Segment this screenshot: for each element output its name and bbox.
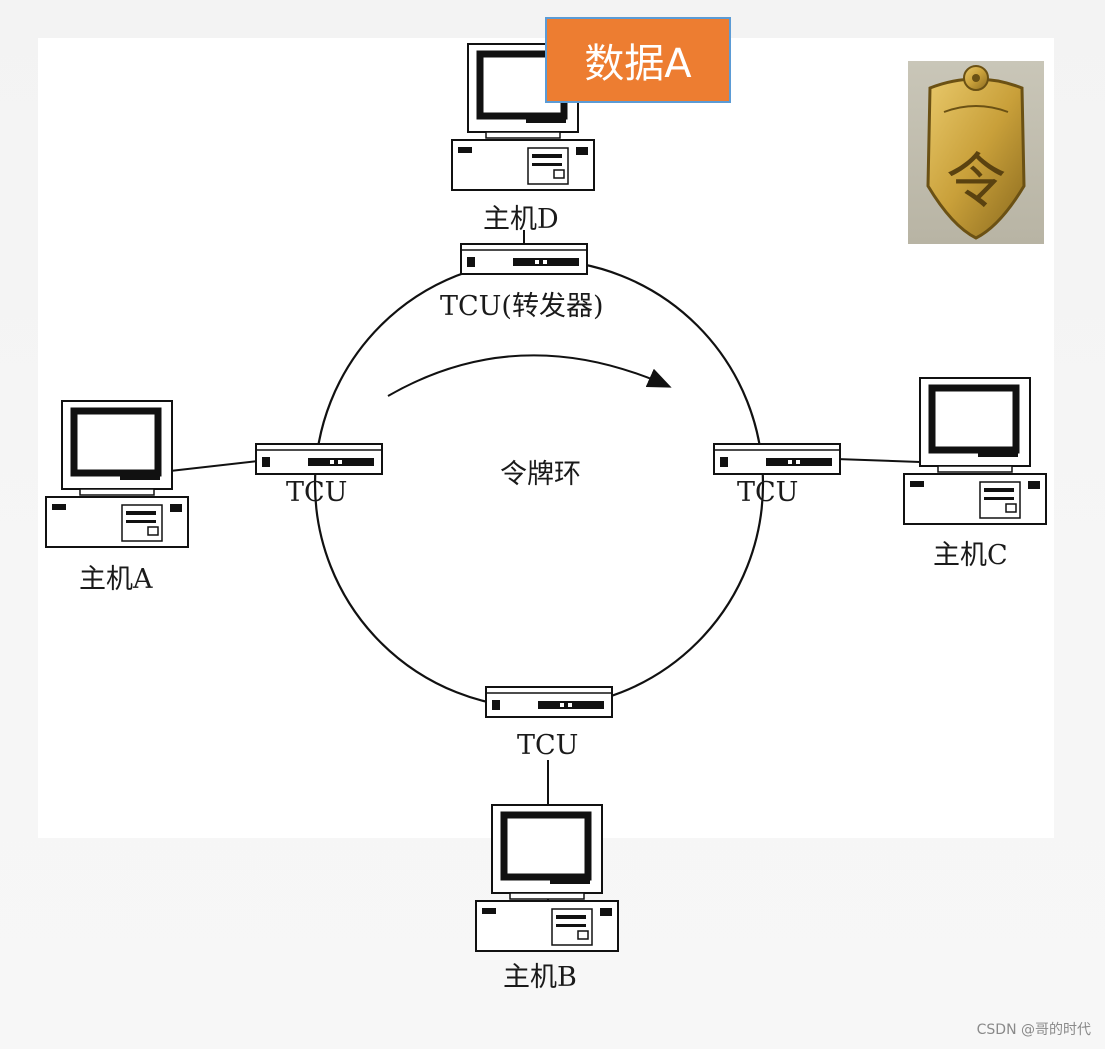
tcu-top-icon bbox=[460, 243, 588, 275]
tcu-left-label: TCU bbox=[286, 477, 348, 508]
link-c bbox=[835, 458, 921, 463]
token-tablet-icon: 令 bbox=[908, 61, 1044, 244]
data-a-badge: 数据A bbox=[545, 17, 731, 103]
host-b-label: 主机B bbox=[503, 962, 577, 993]
watermark: CSDN @哥的时代 bbox=[976, 1022, 1091, 1038]
host-a-computer-icon bbox=[46, 401, 188, 547]
tcu-bottom-label: TCU bbox=[517, 730, 579, 761]
ring-label: 令牌环 bbox=[500, 459, 581, 490]
tcu-right-icon bbox=[713, 443, 841, 475]
host-a-label: 主机A bbox=[79, 564, 153, 595]
tcu-bottom-icon bbox=[485, 686, 613, 718]
host-d-label: 主机D bbox=[483, 204, 559, 235]
tcu-top-label: TCU(转发器) bbox=[440, 291, 604, 322]
tcu-right-label: TCU bbox=[737, 477, 799, 508]
data-a-label: 数据A bbox=[584, 41, 692, 87]
host-c-label: 主机C bbox=[933, 540, 1008, 571]
token-direction-arrow bbox=[387, 354, 672, 397]
host-c-computer-icon bbox=[904, 378, 1046, 524]
token-glyph: 令 bbox=[946, 147, 1006, 217]
tcu-left-icon bbox=[255, 443, 383, 475]
link-a bbox=[169, 460, 259, 472]
host-b-computer-icon bbox=[476, 805, 618, 951]
